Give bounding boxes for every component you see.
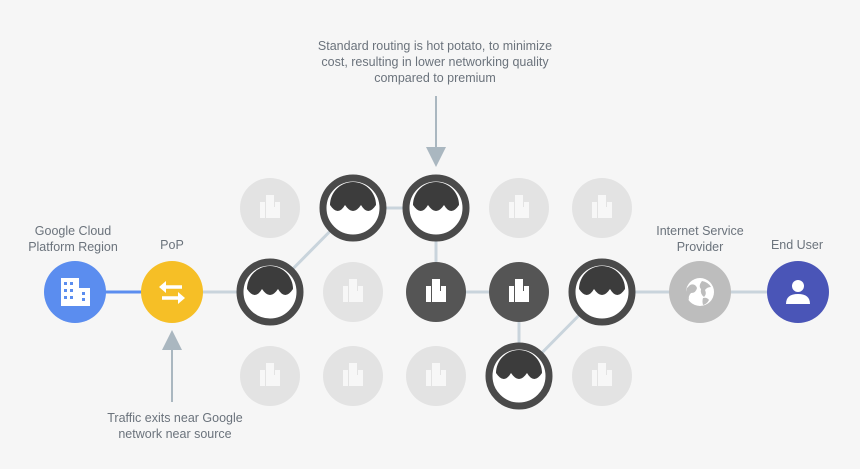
- pop-node: [141, 261, 203, 323]
- inactive-building-node: [323, 262, 383, 322]
- internet-exchange-node: [319, 174, 387, 242]
- gcp-region-label: Google Cloud Platform Region: [28, 224, 118, 254]
- internet-exchange-node: [236, 258, 304, 326]
- internet-exchange-node: [402, 174, 470, 242]
- hot-potato-note: Standard routing is hot potato, to minim…: [317, 39, 553, 85]
- isp-node: [669, 261, 731, 323]
- internet-exchange-node: [568, 258, 636, 326]
- active-building-node: [406, 262, 466, 322]
- pop-label: PoP: [160, 238, 184, 252]
- inactive-building-node: [489, 178, 549, 238]
- inactive-building-node: [323, 346, 383, 406]
- inactive-building-node: [240, 346, 300, 406]
- internet-exchange-node: [485, 342, 553, 410]
- building-icon: [61, 278, 90, 306]
- end-user-node: [767, 261, 829, 323]
- annotation-arrows: [162, 96, 446, 402]
- swap-arrows-icon: [159, 281, 185, 304]
- node-layer: [44, 174, 829, 410]
- inactive-building-node: [406, 346, 466, 406]
- gcp-region-node: [44, 261, 106, 323]
- inactive-building-node: [572, 346, 632, 406]
- active-building-node: [489, 262, 549, 322]
- end-user-label: End User: [770, 238, 824, 252]
- globe-icon: [685, 278, 714, 306]
- traffic-exit-note: Traffic exits near Google network near s…: [107, 411, 243, 441]
- inactive-building-node: [240, 178, 300, 238]
- inactive-building-node: [572, 178, 632, 238]
- person-icon: [786, 280, 810, 304]
- isp-label: Internet Service Provider: [656, 224, 744, 254]
